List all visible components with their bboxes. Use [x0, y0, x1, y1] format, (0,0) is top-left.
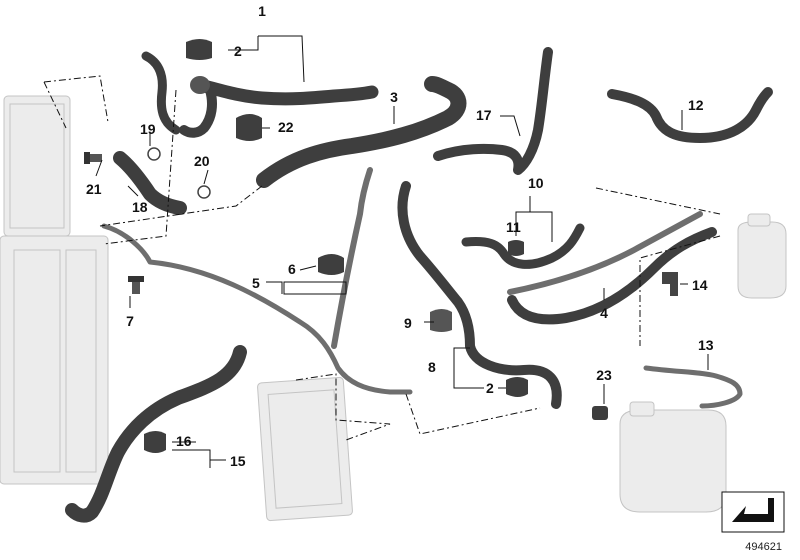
hose-3: [256, 76, 467, 188]
hose-4-lower: [507, 227, 717, 325]
callout-3: 3: [390, 89, 398, 105]
hose-10: [461, 223, 585, 269]
hose-15: [65, 345, 247, 523]
callout-9: 9: [404, 315, 412, 331]
bolt-7: [128, 276, 144, 294]
clamp-11: [508, 240, 524, 256]
clamp-2-lower: [506, 377, 528, 397]
callout-11: 11: [506, 219, 521, 235]
callout-23: 23: [596, 367, 612, 383]
hose-1-assembly: [141, 51, 379, 138]
clamp-2-upper: [186, 39, 212, 60]
hose-1-connector: [190, 76, 210, 94]
assembly-line-4: [595, 187, 721, 346]
clamp-16: [144, 431, 166, 453]
radiator-upper-ghost: [3, 95, 71, 237]
document-number: 494621: [745, 541, 782, 553]
callout-5: 5: [252, 275, 260, 291]
assembly-line-aux-radiator: [295, 373, 541, 441]
callout-18: 18: [132, 199, 148, 215]
callout-8: 8: [428, 359, 436, 375]
callout-6: 6: [288, 261, 296, 277]
callout-21: 21: [86, 181, 102, 197]
expansion-tank-large-ghost: [619, 401, 727, 513]
callout-16: 16: [176, 433, 192, 449]
callout-14: 14: [692, 277, 708, 293]
hose-1-branch: [179, 85, 217, 138]
clamp-6: [318, 254, 344, 275]
callout-7: 7: [126, 313, 134, 329]
auxiliary-radiator-ghost: [257, 376, 353, 522]
hose-17: [433, 47, 553, 175]
hose-1-left-arm: [141, 51, 181, 135]
callout-20: 20: [194, 153, 210, 169]
hose-1-body: [193, 78, 379, 106]
callout-2: 2: [234, 43, 242, 59]
leader-lines: [95, 35, 709, 468]
hose-8: [397, 181, 562, 409]
bracket-14: [662, 272, 678, 296]
assembly-line-upper: [43, 75, 109, 129]
orientation-arrow-icon: [721, 491, 785, 533]
bolt-21: [84, 152, 102, 164]
callout-2-lower: 2: [486, 380, 494, 396]
callout-12: 12: [688, 97, 704, 113]
callout-1: 1: [258, 3, 266, 19]
hose-18: [113, 151, 187, 215]
pipe-5: [101, 223, 413, 395]
pipe-5-riser: [331, 167, 373, 349]
callout-17: 17: [476, 107, 492, 123]
callout-15: 15: [230, 453, 246, 469]
callout-4: 4: [600, 305, 608, 321]
expansion-tank-small-ghost: [737, 213, 787, 299]
callout-10: 10: [528, 175, 544, 191]
clamp-9: [430, 309, 452, 332]
callout-13: 13: [698, 337, 714, 353]
callout-22: 22: [278, 119, 294, 135]
pipe-4-upper: [507, 211, 703, 295]
o-ring-20: [197, 185, 211, 199]
callout-19: 19: [140, 121, 156, 137]
clamp-22: [236, 114, 262, 141]
assembly-line-hose3: [99, 185, 263, 227]
pipe-13: [643, 365, 743, 409]
hose-12: [607, 87, 773, 143]
radiator-main-ghost: [0, 235, 109, 485]
o-ring-19: [147, 147, 161, 161]
sensor-23: [592, 406, 608, 420]
assembly-line-hose1: [103, 89, 177, 245]
